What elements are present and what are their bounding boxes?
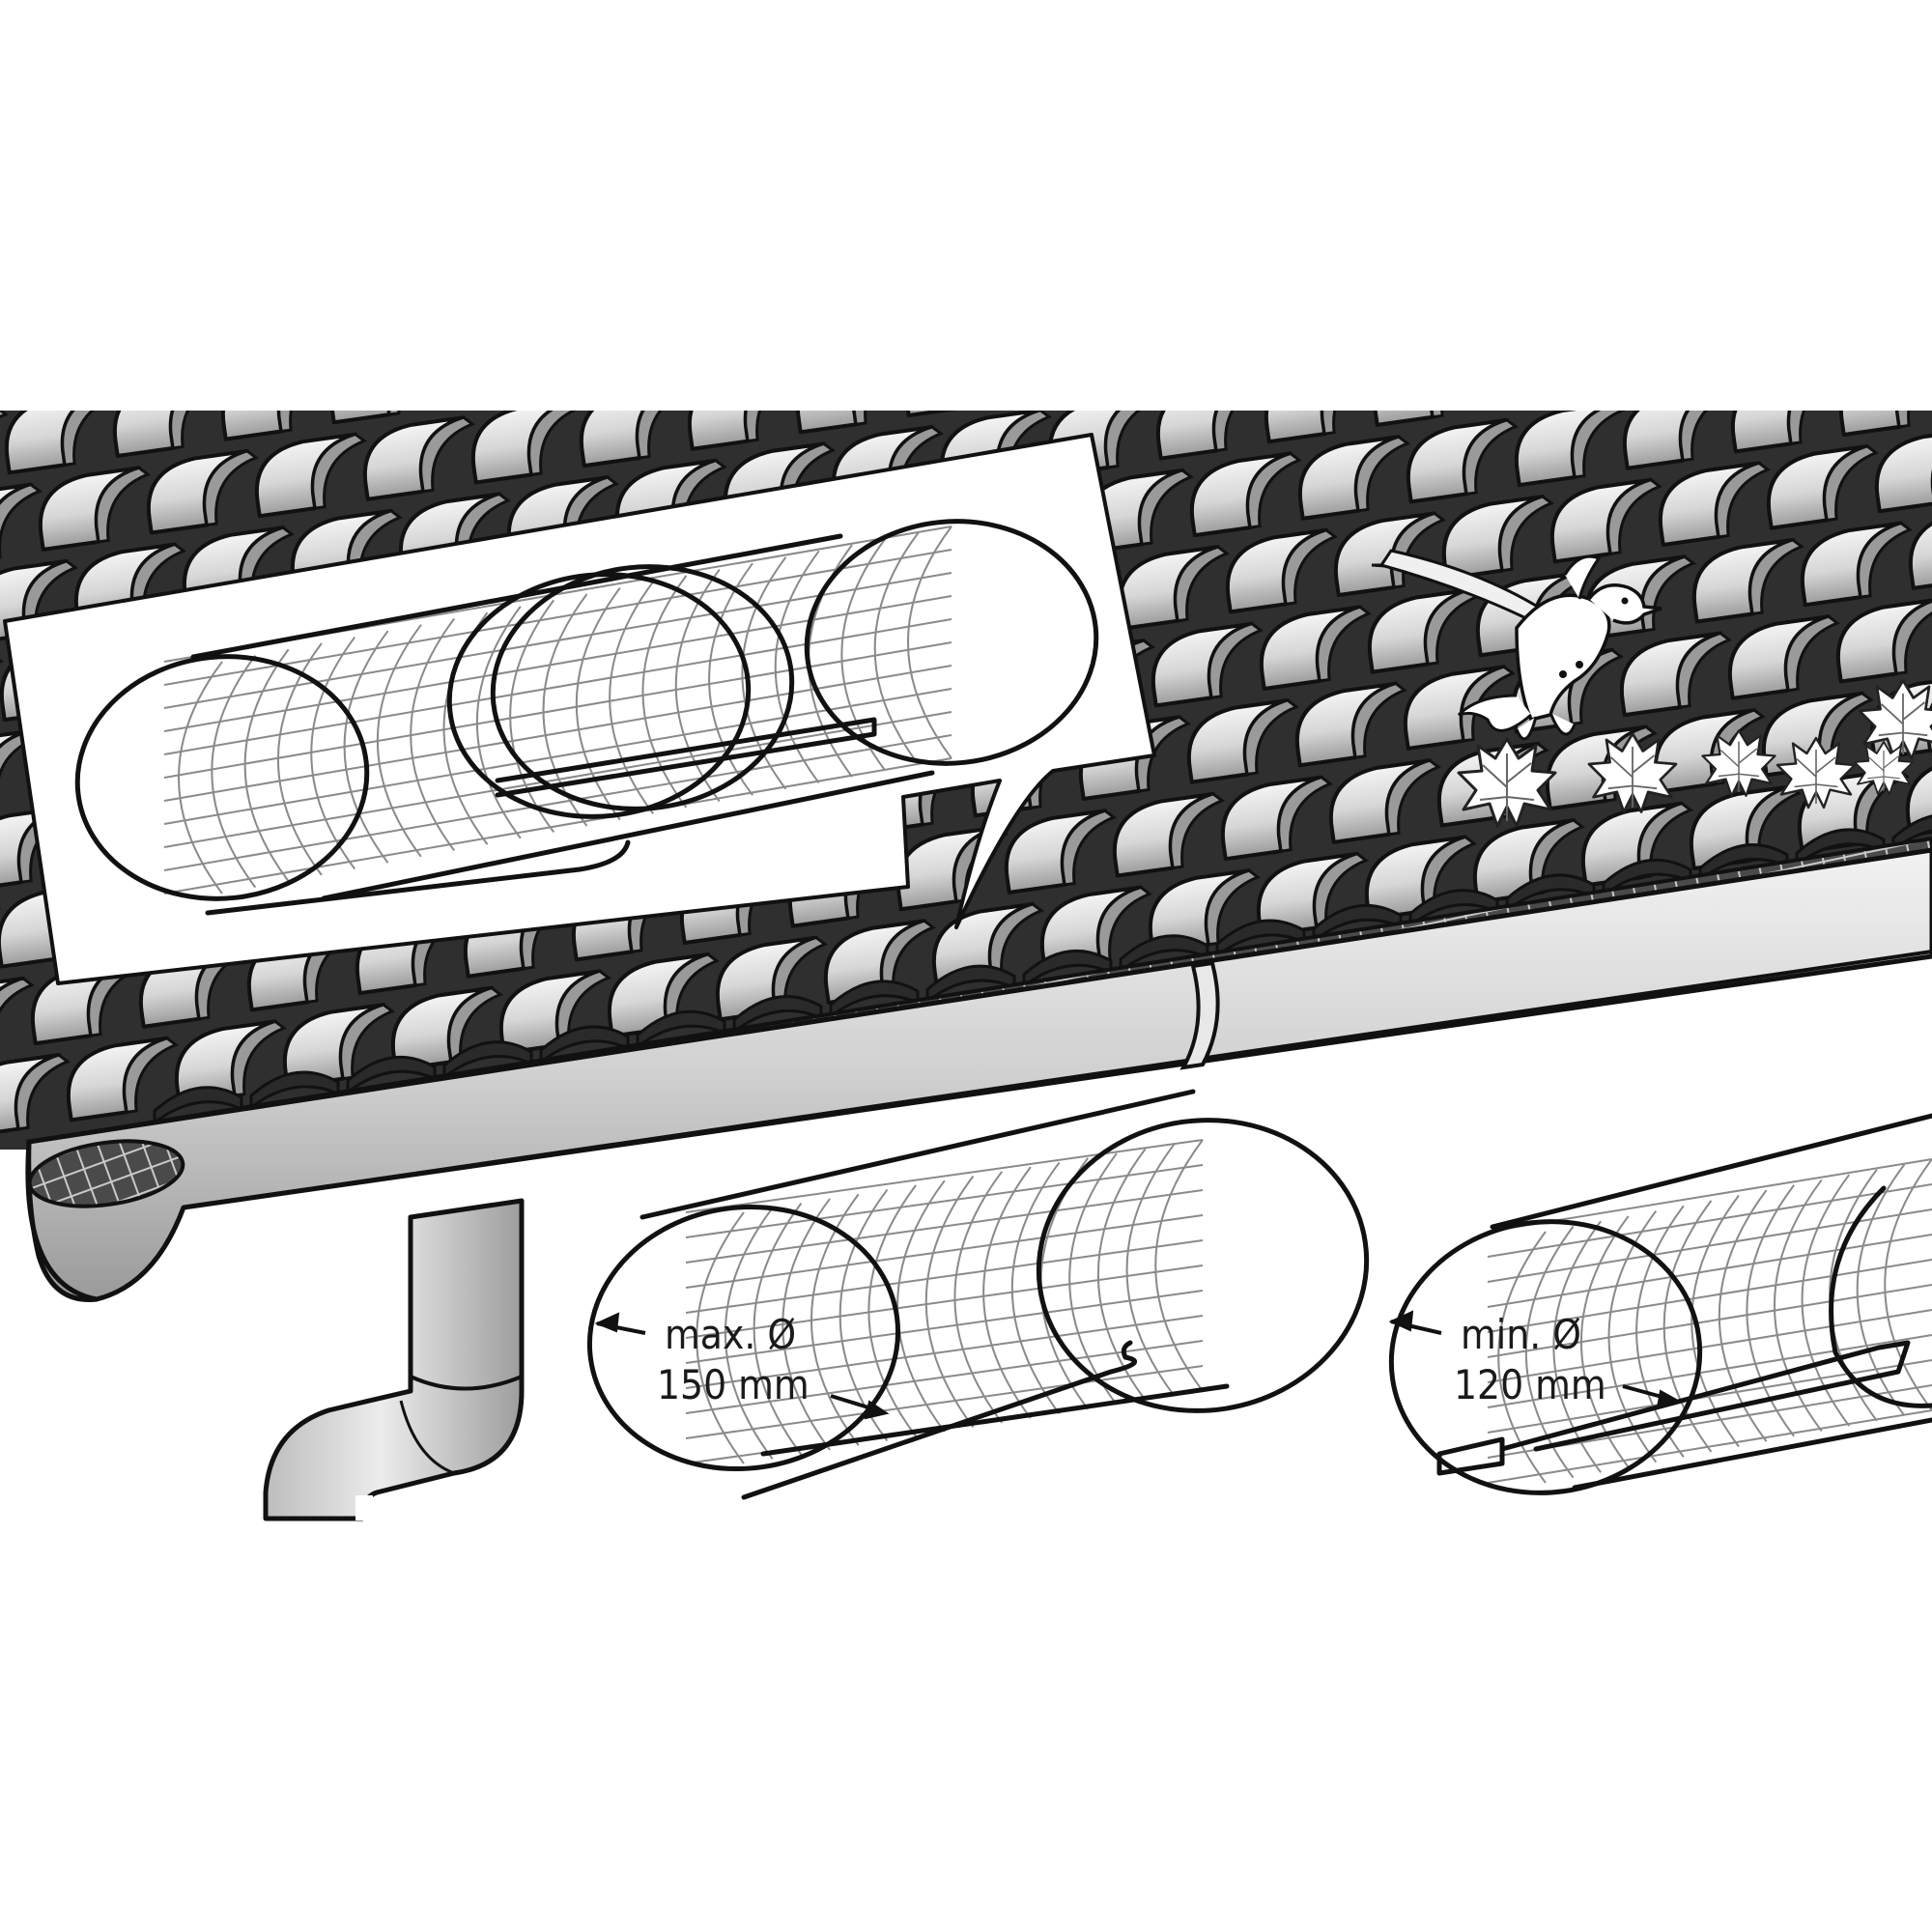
max-diameter-label: max. Ø (665, 1311, 796, 1358)
dimension-min: min. Ø 120 mm (1388, 1310, 1681, 1409)
gutter-bracket (1179, 960, 1220, 1070)
leaf-icon (1858, 679, 1932, 760)
mesh-roll-max (586, 1089, 1370, 1500)
mesh-roll-min (1388, 1113, 1932, 1495)
downpipe (263, 1198, 525, 1521)
max-diameter-value: 150 mm (657, 1361, 810, 1408)
min-diameter-label: min. Ø (1461, 1311, 1581, 1358)
leaf-icon (1587, 732, 1678, 813)
leaves (1457, 679, 1932, 828)
leaf-icon (1457, 737, 1557, 828)
leaf-icon (1854, 741, 1914, 795)
callout-bubble (3, 433, 1156, 985)
dimension-max: max. Ø 150 mm (594, 1311, 890, 1420)
bird-icon (1371, 549, 1662, 741)
callout-mesh-roll (74, 519, 1099, 916)
leaf-icon (1776, 736, 1857, 810)
gutter (25, 836, 1932, 1302)
leaf-icon (1701, 729, 1776, 797)
min-diameter-value: 120 mm (1454, 1361, 1606, 1408)
